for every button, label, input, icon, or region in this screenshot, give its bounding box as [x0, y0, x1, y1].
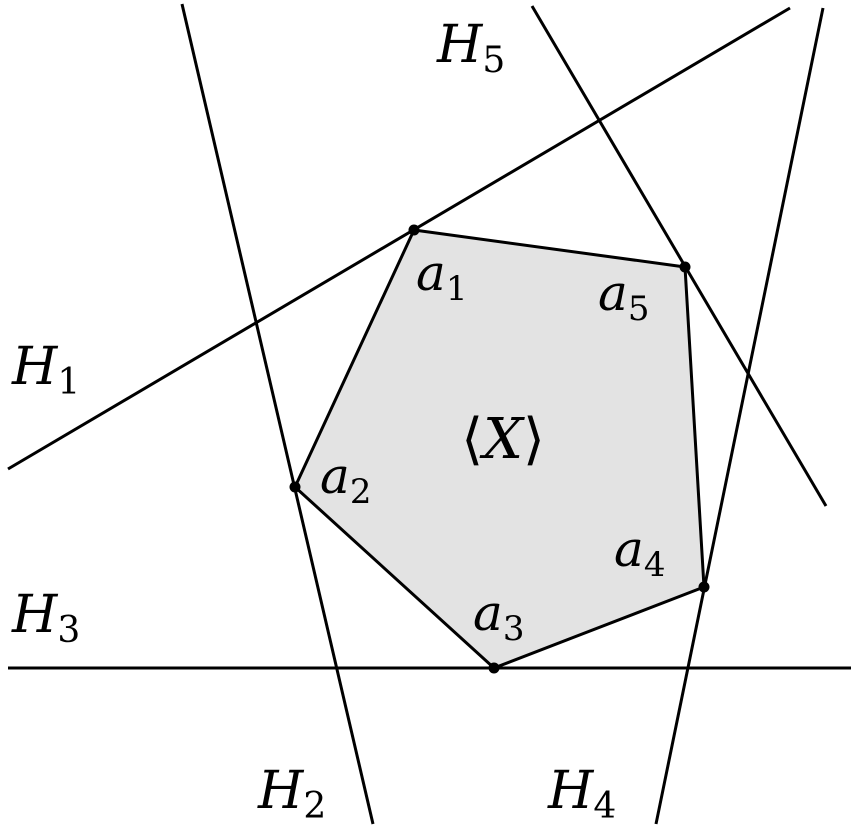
hyperplane-h4-line: [654, 7, 825, 825]
vertex-a4-point: [698, 581, 710, 593]
vertex-a2-point: [289, 481, 301, 493]
vertex-label-a3: a3: [473, 584, 524, 649]
vertex-label-a4: a4: [614, 520, 665, 585]
hyperplane-label-h2: H2: [257, 761, 326, 827]
hyperplane-label-h4: H4: [547, 761, 616, 827]
hyperplane-label-h3: H3: [11, 585, 80, 651]
vertex-a5-point: [679, 261, 691, 273]
hyperplane-h1-line: [7, 6, 791, 471]
vertex-label-a1: a1: [416, 244, 467, 309]
vertex-label-a5: a5: [598, 264, 649, 329]
hyperplane-h5-line: [530, 5, 828, 507]
hull-label: ⟨X⟩: [461, 407, 545, 472]
hyperplane-label-h5: H5: [436, 15, 505, 81]
vertex-a1-point: [408, 224, 420, 236]
hyperplane-h2-line: [180, 3, 375, 825]
vertex-label-a2: a2: [320, 447, 371, 512]
convex-hull-polygon: [293, 228, 706, 670]
vertex-a3-point: [488, 662, 500, 674]
hyperplane-label-h1: H1: [11, 337, 80, 403]
